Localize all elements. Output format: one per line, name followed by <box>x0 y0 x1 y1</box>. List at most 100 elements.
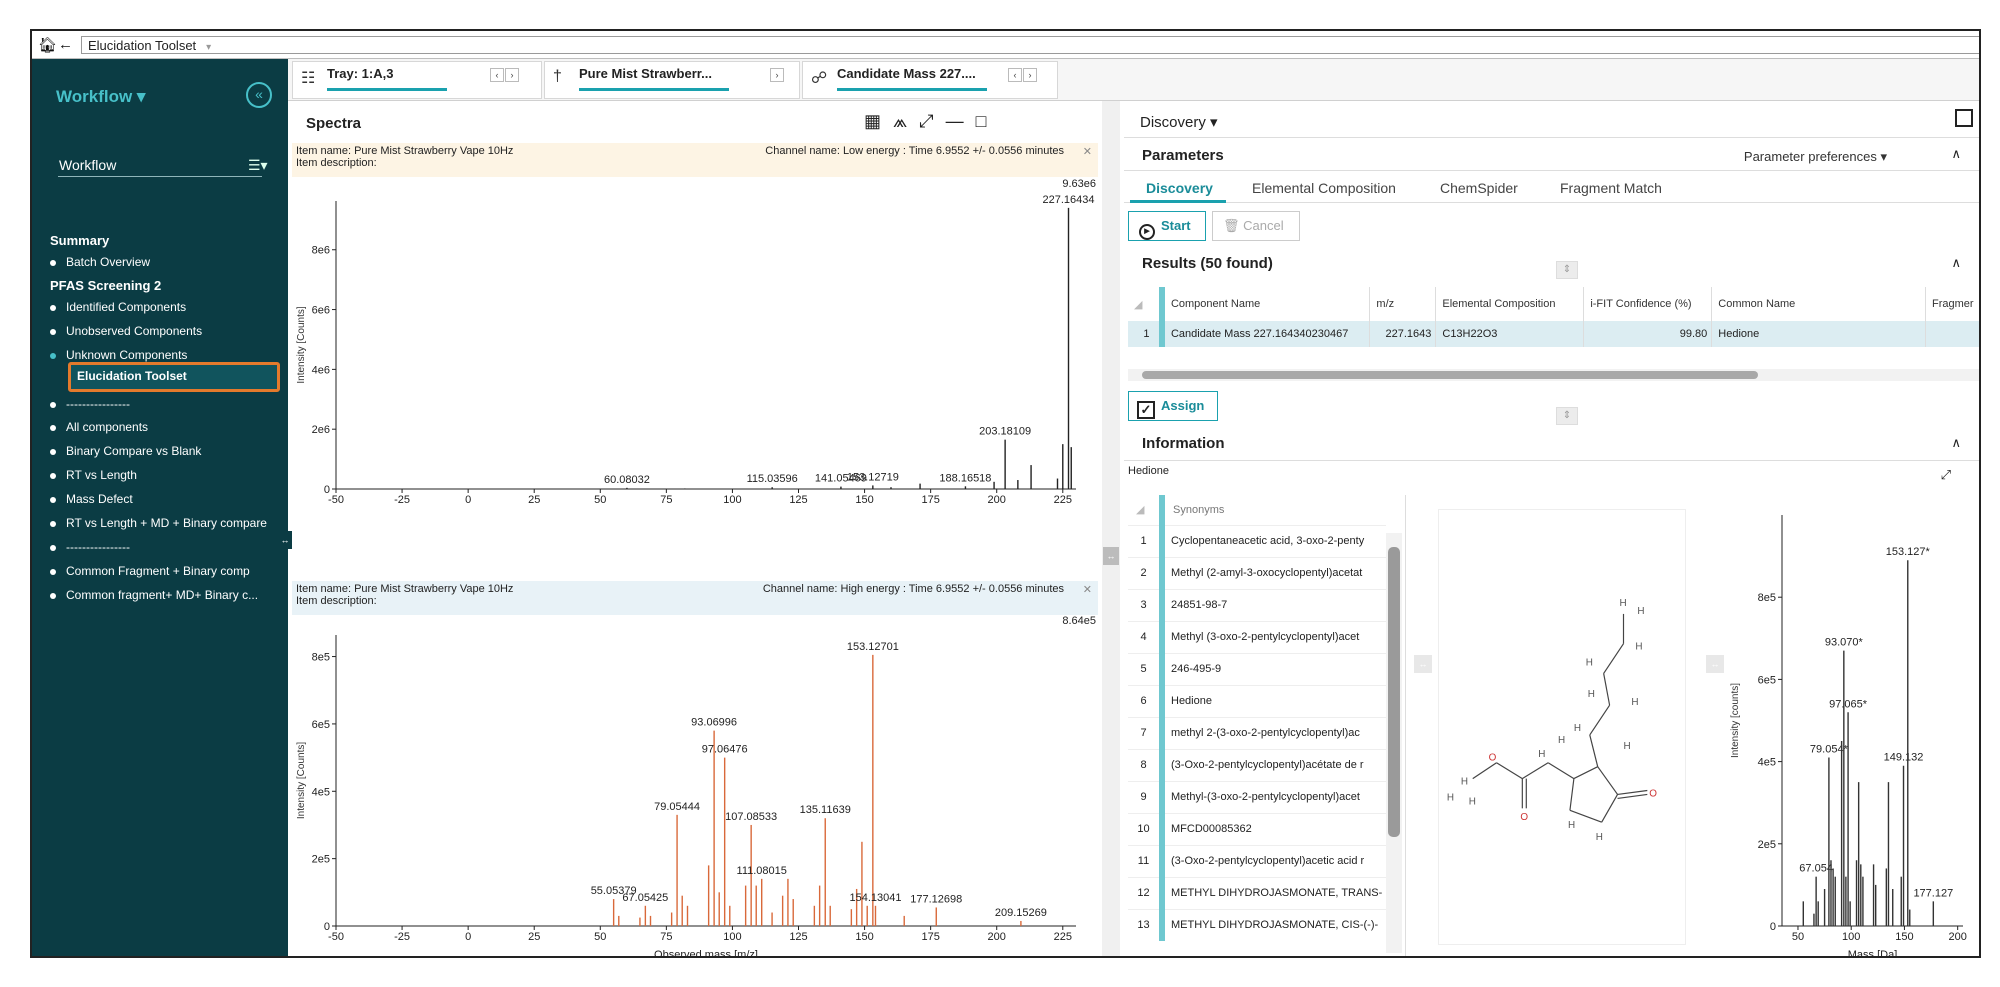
col-synonyms[interactable]: Synonyms <box>1159 495 1386 525</box>
sidebar-item-unknown[interactable]: Unknown Components <box>50 348 187 362</box>
col-ifit-confidence[interactable]: i-FIT Confidence (%) <box>1583 287 1713 321</box>
chevron-down-icon[interactable]: ▾ <box>206 42 212 53</box>
sidebar-item-rt-md-binary[interactable]: RT vs Length + MD + Binary compare <box>50 516 267 530</box>
splitter-handle-3[interactable]: ↔ <box>1706 655 1724 673</box>
results-scrollbar[interactable] <box>1128 369 1979 381</box>
close-icon-2[interactable]: ✕ <box>1082 584 1092 596</box>
chart-options-icon[interactable]: ⩕ <box>893 111 920 131</box>
tab-candidate[interactable]: ☍ Candidate Mass 227.... ‹› <box>802 61 1058 99</box>
expand-icon[interactable]: ⤢ <box>1940 467 1951 482</box>
y-tick-label: 4e5 <box>1758 757 1776 769</box>
synonyms-vscroll[interactable] <box>1386 533 1402 953</box>
list-item[interactable]: 8(3-Oxo-2-pentylcyclopentyl)acétate de r <box>1128 748 1386 781</box>
resize-grip[interactable]: ⇕ <box>1556 261 1578 279</box>
scrollbar-thumb[interactable] <box>1142 371 1758 379</box>
bottom-item-desc: Item description: <box>296 595 377 607</box>
address-field[interactable]: Elucidation Toolset▾ <box>81 36 1979 54</box>
tab-tray-nav[interactable]: ‹› <box>489 68 519 82</box>
minimize-icon[interactable]: — <box>945 111 976 131</box>
start-button[interactable]: ▶Start <box>1128 211 1206 241</box>
splitter-handle[interactable]: ↔ <box>1103 547 1119 565</box>
sidebar-item-unobserved[interactable]: Unobserved Components <box>50 324 202 338</box>
sidebar-item-all-components[interactable]: All components <box>50 420 148 434</box>
sidebar-item-identified[interactable]: Identified Components <box>50 300 186 314</box>
sidebar-item-separator[interactable]: ---------------- <box>50 397 130 411</box>
collapse-caret-icon[interactable]: ∧ <box>1951 146 1961 161</box>
peak-label: 111.08015 <box>737 865 787 877</box>
col-component-name[interactable]: Component Name <box>1158 287 1371 321</box>
scrollbar-thumb-2[interactable] <box>1388 547 1400 837</box>
synonym-index: 13 <box>1128 908 1162 941</box>
panel-splitter[interactable]: ↔ <box>1102 101 1120 956</box>
parameter-preferences-button[interactable]: Parameter preferences ▾ <box>1743 149 1887 164</box>
atom-label-h14: H <box>1469 796 1476 807</box>
table-row[interactable]: 1 Candidate Mass 227.164340230467 227.16… <box>1128 321 1979 347</box>
sidebar-item-elucidation-toolset[interactable]: Elucidation Toolset <box>68 362 280 392</box>
x-axis-label: Mass [Da] <box>1848 949 1898 958</box>
sidebar-resize-handle[interactable]: ↔ <box>278 531 292 549</box>
synonyms-hscroll[interactable] <box>1128 957 1378 958</box>
sidebar-item-binary-compare[interactable]: Binary Compare vs Blank <box>50 444 201 458</box>
col-fragment[interactable]: Fragmer <box>1925 287 1979 321</box>
table-view-icon[interactable]: ▦ <box>864 111 894 131</box>
sidebar-item-batch-overview[interactable]: Batch Overview <box>50 255 150 269</box>
maximize-icon[interactable]: □ <box>975 111 999 131</box>
sidebar-item-mass-defect[interactable]: Mass Defect <box>50 492 133 506</box>
sidebar-item-common-fragment-md[interactable]: Common fragment+ MD+ Binary c... <box>50 588 258 602</box>
tab-fragment-match[interactable]: Fragment Match <box>1560 180 1662 196</box>
atom-label-h6: H <box>1631 697 1638 708</box>
tab-sample-nav[interactable]: › <box>769 68 784 82</box>
tab-chemspider[interactable]: ChemSpider <box>1440 180 1518 196</box>
tab-discovery[interactable]: Discovery <box>1146 180 1213 196</box>
tab-candidate-nav[interactable]: ‹› <box>1007 68 1037 82</box>
discovery-title[interactable]: Discovery ▾ <box>1140 114 1218 131</box>
col-mz[interactable]: m/z <box>1369 287 1437 321</box>
tab-sample[interactable]: † Pure Mist Strawberr... › <box>544 61 800 99</box>
fullscreen-icon[interactable]: ⤢ <box>919 111 946 131</box>
close-icon[interactable]: ✕ <box>1082 146 1092 158</box>
col-elemental-composition[interactable]: Elemental Composition <box>1435 287 1585 321</box>
workflow-menu-icon[interactable]: ☰▾ <box>248 157 268 173</box>
x-tick-label: 125 <box>789 494 807 506</box>
cancel-button[interactable]: 🗑︎ Cancel <box>1212 211 1300 241</box>
list-item[interactable]: 11(3-Oxo-2-pentylcyclopentyl)acetic acid… <box>1128 844 1386 877</box>
tab-tray[interactable]: ☷ Tray: 1:A,3 ‹› <box>292 61 542 99</box>
tab-elemental-composition[interactable]: Elemental Composition <box>1252 180 1396 196</box>
maximize-icon[interactable] <box>1955 109 1973 127</box>
workflow-selector[interactable]: Workflow <box>59 157 117 173</box>
synonym-index: 2 <box>1128 556 1162 589</box>
sidebar-item-rt-vs-length[interactable]: RT vs Length <box>50 468 137 482</box>
collapse-sidebar-icon[interactable]: « <box>246 82 272 108</box>
resize-grip-2[interactable]: ⇕ <box>1556 407 1578 425</box>
collapse-caret-icon-3[interactable]: ∧ <box>1951 435 1961 450</box>
back-arrow-icon[interactable]: ← <box>58 36 73 53</box>
x-tick-label: 25 <box>528 494 540 506</box>
structure-diagram[interactable]: H O O O H H H H H H H H H H H H H H <box>1438 509 1686 945</box>
splitter-handle-2[interactable]: ↔ <box>1414 655 1432 673</box>
col-common-name[interactable]: Common Name <box>1711 287 1926 321</box>
y-tick-label: 4e6 <box>312 364 330 376</box>
workflow-title[interactable]: Workflow ▾ <box>56 87 146 106</box>
address-bar: 🏠︎ ← Elucidation Toolset▾ <box>32 31 1979 59</box>
collapse-caret-icon-2[interactable]: ∧ <box>1951 255 1961 270</box>
synonym-text: Hedione <box>1159 684 1386 717</box>
sidebar-item-separator-2[interactable]: ---------------- <box>50 540 130 554</box>
row-formula: C13H22O3 <box>1435 321 1585 347</box>
assign-button[interactable]: ✓Assign <box>1128 391 1218 421</box>
sidebar-item-common-fragment[interactable]: Common Fragment + Binary comp <box>50 564 250 578</box>
home-icon[interactable]: 🏠︎ <box>38 37 58 54</box>
